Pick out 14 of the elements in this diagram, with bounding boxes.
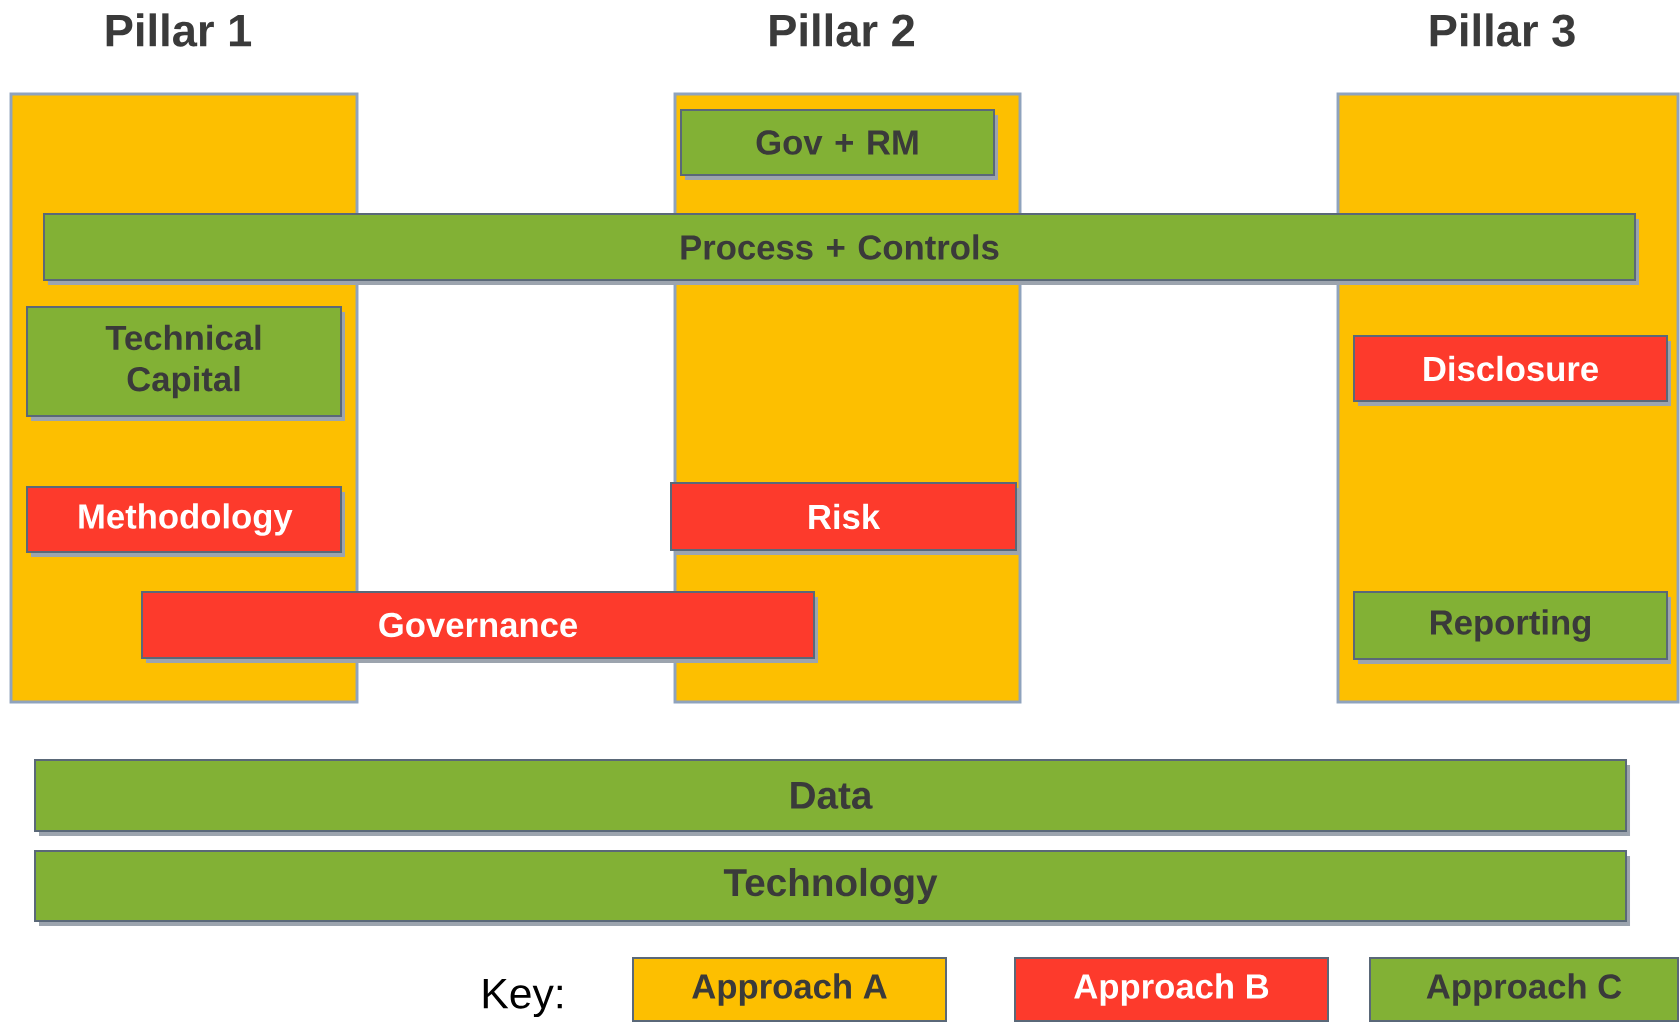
node-label: Pillar 1 xyxy=(106,13,252,47)
key-label: Key: xyxy=(483,978,562,1018)
box: Technical Capital xyxy=(26,306,345,421)
node-label: Pillar 3 xyxy=(1430,13,1575,47)
bar: Process + Controls xyxy=(43,213,1639,285)
box: Risk xyxy=(670,482,1020,555)
box: Methodology xyxy=(26,486,345,557)
node-label: Pillar 2 xyxy=(770,13,915,47)
bar: Governance xyxy=(141,591,818,663)
box: Disclosure xyxy=(1353,335,1671,406)
box: Reporting xyxy=(1353,591,1671,664)
bar: Technology xyxy=(34,850,1630,926)
box: Gov + RM xyxy=(680,109,998,180)
bar: Data xyxy=(34,759,1630,836)
